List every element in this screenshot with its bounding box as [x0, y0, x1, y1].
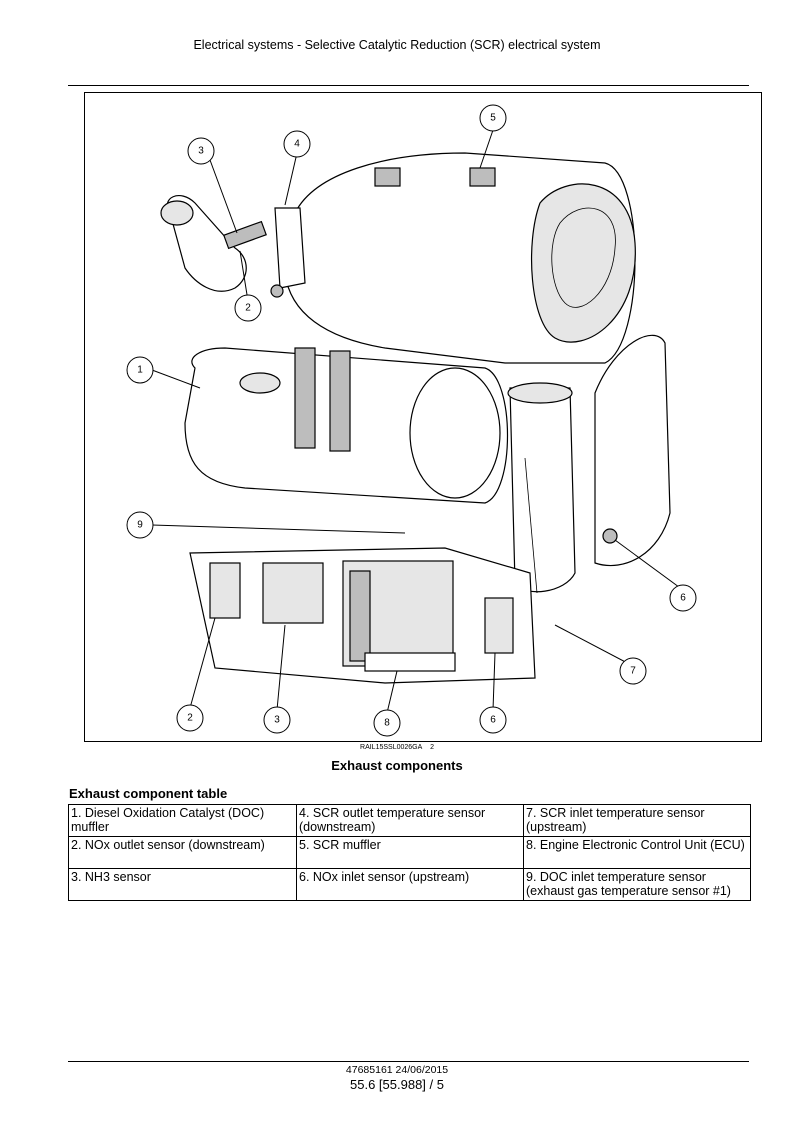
- table-cell: 5. SCR muffler: [296, 836, 524, 869]
- figure-reference: RAIL15SSL0026GA 2: [0, 744, 794, 751]
- exhaust-pipe-drawing: [507, 334, 671, 594]
- ecu-plate-drawing: [189, 547, 536, 684]
- figure-caption: Exhaust components: [331, 758, 463, 773]
- svg-text:9: 9: [137, 520, 143, 531]
- table-cell: 2. NOx outlet sensor (downstream): [68, 836, 297, 869]
- footer-page-number: 55.6 [55.988] / 5: [350, 1077, 444, 1092]
- table-cell: 3. NH3 sensor: [68, 868, 297, 901]
- svg-text:7: 7: [630, 666, 636, 677]
- nox-inlet-sensor-drawing: [602, 528, 618, 544]
- callout-2-bottom: 2: [176, 704, 204, 732]
- callout-9: 9: [126, 511, 154, 539]
- footer-rule: [68, 1061, 749, 1062]
- table-title: Exhaust component table: [69, 786, 228, 801]
- table-cell: 1. Diesel Oxidation Catalyst (DOC) muffl…: [68, 804, 297, 837]
- page-header-title: Electrical systems - Selective Catalytic…: [193, 38, 601, 52]
- callout-3-bottom: 3: [263, 706, 291, 734]
- exhaust-components-illustration: 3 4 5 2 1 9 6 7 2 3 8 6: [84, 92, 762, 742]
- doc-muffler-drawing: [184, 347, 509, 504]
- svg-text:8: 8: [384, 718, 390, 729]
- callout-3-top: 3: [187, 137, 215, 165]
- table-cell: 8. Engine Electronic Control Unit (ECU): [523, 836, 751, 869]
- scr-muffler-drawing: [284, 152, 636, 364]
- callout-4: 4: [283, 130, 311, 158]
- callout-6-right: 6: [669, 584, 697, 612]
- svg-text:1: 1: [137, 365, 143, 376]
- callout-2-top: 2: [234, 294, 262, 322]
- svg-text:2: 2: [187, 713, 193, 724]
- callout-5: 5: [479, 104, 507, 132]
- footer-doc-number: 47685161 24/06/2015: [345, 1064, 449, 1076]
- svg-text:3: 3: [274, 715, 280, 726]
- svg-text:6: 6: [680, 593, 686, 604]
- nh3-sensor-fitting-drawing: [270, 284, 284, 298]
- callout-7: 7: [619, 657, 647, 685]
- figure-reference-code: RAIL15SSL0026GA: [360, 744, 423, 751]
- svg-text:5: 5: [490, 113, 496, 124]
- table-cell: 9. DOC inlet temperature sensor (exhaust…: [523, 868, 751, 901]
- svg-text:2: 2: [245, 303, 251, 314]
- svg-text:4: 4: [294, 139, 300, 150]
- table-row: 1. Diesel Oxidation Catalyst (DOC) muffl…: [68, 804, 751, 837]
- figure-reference-number: 2: [430, 744, 434, 751]
- table-row: 2. NOx outlet sensor (downstream) 5. SCR…: [68, 836, 751, 869]
- svg-text:3: 3: [198, 146, 204, 157]
- table-cell: 4. SCR outlet temperature sensor (downst…: [296, 804, 524, 837]
- callout-1: 1: [126, 356, 154, 384]
- exhaust-component-table: 1. Diesel Oxidation Catalyst (DOC) muffl…: [68, 804, 751, 901]
- callout-6-bottom: 6: [479, 706, 507, 734]
- exhaust-elbow-drawing: [160, 195, 306, 292]
- callout-8: 8: [373, 709, 401, 737]
- svg-text:6: 6: [490, 715, 496, 726]
- table-cell: 6. NOx inlet sensor (upstream): [296, 868, 524, 901]
- header-rule: [68, 85, 749, 86]
- table-row: 3. NH3 sensor 6. NOx inlet sensor (upstr…: [68, 868, 751, 901]
- table-cell: 7. SCR inlet temperature sensor (upstrea…: [523, 804, 751, 837]
